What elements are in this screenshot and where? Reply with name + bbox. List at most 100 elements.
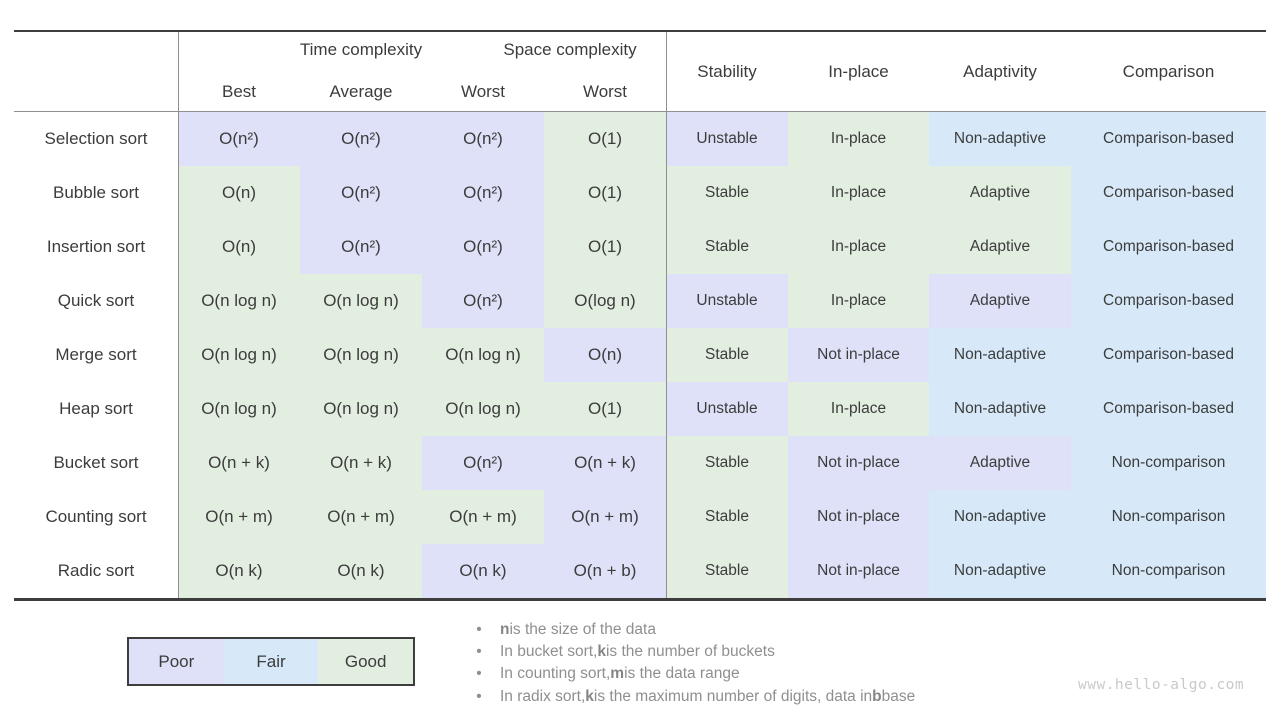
cell-comparison: Comparison-based xyxy=(1071,274,1266,328)
cell-time-best: O(n²) xyxy=(178,112,300,166)
legend-fair: Fair xyxy=(223,639,319,684)
column-header-time-worst: Worst xyxy=(460,82,506,101)
footnote-text: In bucket sort, xyxy=(500,643,598,661)
cell-time-average: O(n log n) xyxy=(300,382,422,436)
column-group-space-complexity: Space complexity xyxy=(503,40,637,59)
cell-time-worst: O(n log n) xyxy=(422,382,544,436)
cell-time-best: O(n) xyxy=(178,166,300,220)
cell-time-average: O(n²) xyxy=(300,220,422,274)
cell-stability: Stable xyxy=(666,220,788,274)
cell-time-average: O(n²) xyxy=(300,166,422,220)
cell-time-average: O(n log n) xyxy=(300,274,422,328)
cell-comparison: Non-comparison xyxy=(1071,436,1266,490)
table-header: Time complexity Space complexity Best Av… xyxy=(14,32,1266,112)
cell-time-worst: O(n + m) xyxy=(422,490,544,544)
cell-space-worst: O(n + b) xyxy=(544,544,666,598)
row-label: Radic sort xyxy=(14,544,178,598)
row-label: Heap sort xyxy=(14,382,178,436)
cell-adaptivity: Adaptive xyxy=(929,220,1071,274)
footnote-text: base xyxy=(881,687,916,705)
cell-in-place: Not in-place xyxy=(788,328,929,382)
row-label: Selection sort xyxy=(14,112,178,166)
cell-in-place: Not in-place xyxy=(788,436,929,490)
legend-poor: Poor xyxy=(129,639,224,684)
footnote-variable: k xyxy=(585,687,594,705)
footnote-text: is the maximum number of digits, data in xyxy=(593,687,873,705)
column-header-stability: Stability xyxy=(697,62,757,81)
cell-comparison: Comparison-based xyxy=(1071,166,1266,220)
cell-comparison: Comparison-based xyxy=(1071,328,1266,382)
cell-adaptivity: Non-adaptive xyxy=(929,328,1071,382)
cell-comparison: Comparison-based xyxy=(1071,112,1266,166)
cell-time-average: O(n + k) xyxy=(300,436,422,490)
cell-stability: Unstable xyxy=(666,112,788,166)
cell-space-worst: O(n + m) xyxy=(544,490,666,544)
cell-time-best: O(n log n) xyxy=(178,382,300,436)
cell-time-worst: O(n k) xyxy=(422,544,544,598)
cell-stability: Unstable xyxy=(666,382,788,436)
footnote: n is the size of the data xyxy=(472,619,1072,641)
footnote-text: is the number of buckets xyxy=(605,643,775,661)
footnote: In bucket sort, k is the number of bucke… xyxy=(472,641,1072,663)
cell-time-average: O(n²) xyxy=(300,112,422,166)
column-group-time-complexity: Time complexity xyxy=(299,40,423,59)
cell-time-best: O(n + k) xyxy=(178,436,300,490)
cell-adaptivity: Non-adaptive xyxy=(929,544,1071,598)
cell-comparison: Non-comparison xyxy=(1071,490,1266,544)
footnote-text: In radix sort, xyxy=(500,687,586,705)
cell-time-worst: O(n²) xyxy=(422,112,544,166)
footnote-variable: m xyxy=(610,665,625,683)
cell-space-worst: O(n + k) xyxy=(544,436,666,490)
cell-stability: Stable xyxy=(666,490,788,544)
footnotes: n is the size of the dataIn bucket sort,… xyxy=(472,619,1072,708)
rating-legend: Poor Fair Good xyxy=(127,637,415,686)
cell-adaptivity: Adaptive xyxy=(929,166,1071,220)
cell-space-worst: O(1) xyxy=(544,220,666,274)
cell-time-best: O(n + m) xyxy=(178,490,300,544)
cell-adaptivity: Adaptive xyxy=(929,274,1071,328)
cell-time-best: O(n) xyxy=(178,220,300,274)
row-label: Bucket sort xyxy=(14,436,178,490)
vertical-divider-complexity-properties xyxy=(666,32,667,598)
cell-comparison: Non-comparison xyxy=(1071,544,1266,598)
cell-space-worst: O(n) xyxy=(544,328,666,382)
footnote: In counting sort, m is the data range xyxy=(472,663,1072,685)
row-label: Insertion sort xyxy=(14,220,178,274)
footnote-text: is the size of the data xyxy=(509,621,656,638)
cell-in-place: In-place xyxy=(788,220,929,274)
cell-space-worst: O(1) xyxy=(544,382,666,436)
column-header-best: Best xyxy=(221,82,257,101)
cell-in-place: In-place xyxy=(788,166,929,220)
cell-adaptivity: Non-adaptive xyxy=(929,490,1071,544)
row-label: Counting sort xyxy=(14,490,178,544)
cell-time-worst: O(n²) xyxy=(422,166,544,220)
column-header-in-place: In-place xyxy=(828,62,889,81)
cell-in-place: In-place xyxy=(788,382,929,436)
cell-time-worst: O(n log n) xyxy=(422,328,544,382)
cell-time-best: O(n k) xyxy=(178,544,300,598)
row-label: Quick sort xyxy=(14,274,178,328)
cell-stability: Stable xyxy=(666,328,788,382)
column-header-comparison: Comparison xyxy=(1122,62,1215,81)
cell-time-best: O(n log n) xyxy=(178,274,300,328)
cell-time-average: O(n k) xyxy=(300,544,422,598)
footnote-variable: b xyxy=(872,687,882,705)
footnote-variable: n xyxy=(500,621,510,638)
comparison-table: Time complexity Space complexity Best Av… xyxy=(14,30,1266,601)
footnote-text: In counting sort, xyxy=(500,665,611,683)
cell-space-worst: O(1) xyxy=(544,112,666,166)
cell-time-best: O(n log n) xyxy=(178,328,300,382)
cell-time-average: O(n log n) xyxy=(300,328,422,382)
row-label: Merge sort xyxy=(14,328,178,382)
column-header-average: Average xyxy=(329,82,393,101)
cell-time-worst: O(n²) xyxy=(422,436,544,490)
